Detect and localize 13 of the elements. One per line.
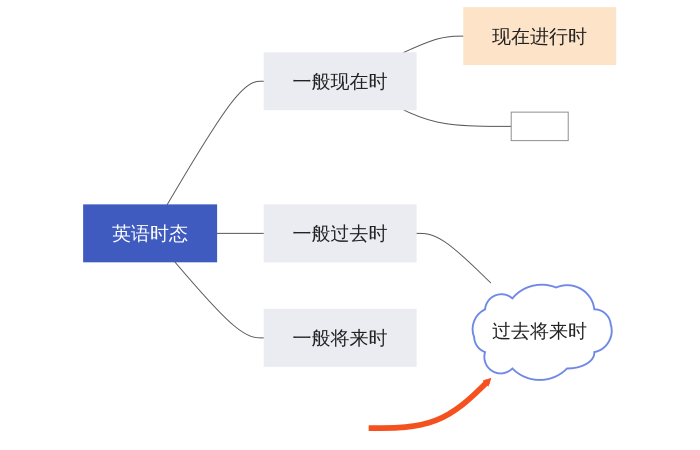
connector [403, 109, 512, 127]
connector [174, 261, 265, 338]
node-box: 一般将来时 [264, 308, 417, 367]
connector [166, 80, 265, 206]
arrow [369, 378, 492, 431]
connector [416, 232, 492, 284]
node-box: 英语时态 [83, 204, 218, 262]
node-line [511, 112, 570, 142]
node-box: 一般现在时 [264, 52, 417, 110]
node-box: 现在进行时 [464, 7, 617, 66]
node-box: 一般过去时 [264, 204, 417, 262]
connector [216, 232, 265, 234]
connector [403, 36, 464, 54]
